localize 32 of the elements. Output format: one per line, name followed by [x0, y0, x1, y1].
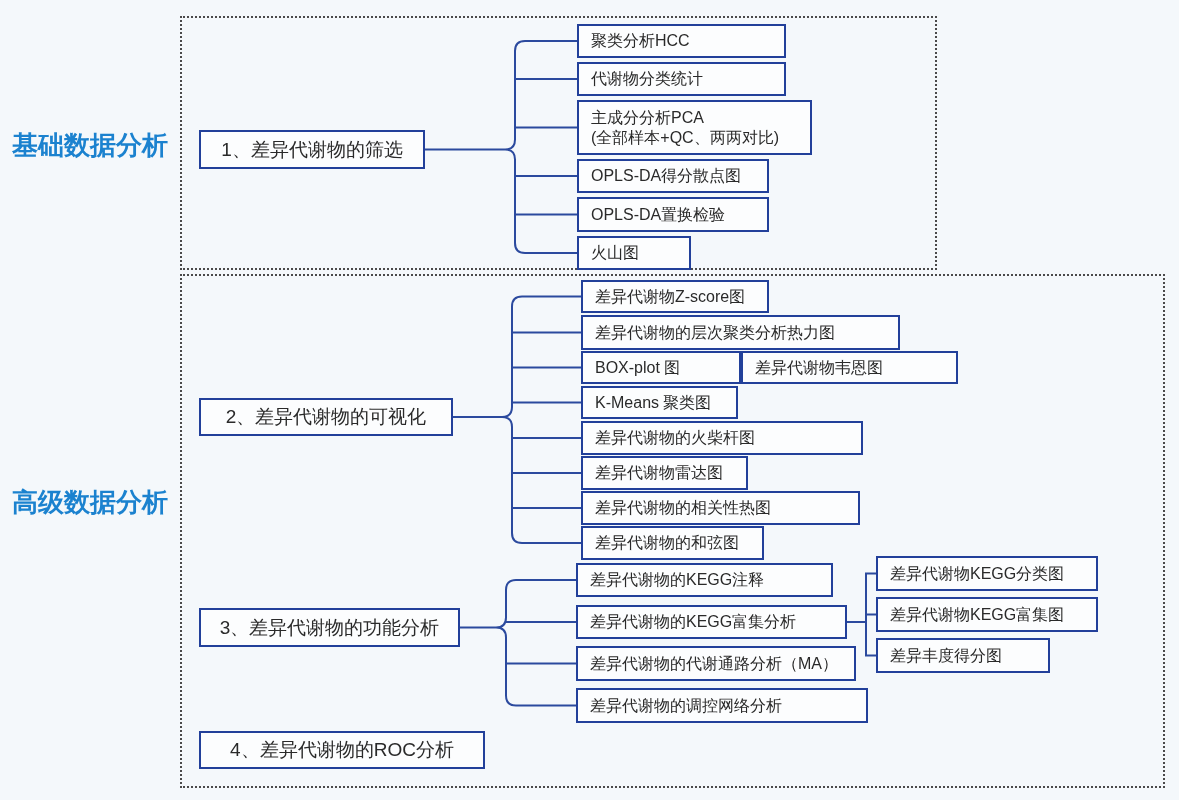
method-box: 差异代谢物韦恩图	[741, 351, 958, 384]
method-box: 差异代谢物的KEGG富集分析	[576, 605, 847, 639]
step-box: 3、差异代谢物的功能分析	[199, 608, 460, 647]
method-box: 差异代谢物雷达图	[581, 456, 748, 490]
method-box: 火山图	[577, 236, 691, 270]
method-box: 聚类分析HCC	[577, 24, 786, 58]
step-box: 4、差异代谢物的ROC分析	[199, 731, 485, 769]
method-box: 差异代谢物Z-score图	[581, 280, 769, 313]
group-heading: 基础数据分析	[12, 129, 168, 161]
method-box: BOX-plot 图	[581, 351, 741, 384]
method-box: 主成分分析PCA (全部样本+QC、两两对比)	[577, 100, 812, 155]
curly-brace	[459, 579, 577, 707]
curly-brace	[452, 295, 582, 544]
method-box: 差异代谢物KEGG富集图	[876, 597, 1098, 632]
method-box: 代谢物分类统计	[577, 62, 786, 96]
bracket-line	[846, 572, 877, 657]
method-box: 差异代谢物的层次聚类分析热力图	[581, 315, 900, 350]
group-heading: 高级数据分析	[12, 486, 168, 518]
method-box: 差异代谢物的相关性热图	[581, 491, 860, 525]
method-box: 差异代谢物的KEGG注释	[576, 563, 833, 597]
method-box: OPLS-DA得分散点图	[577, 159, 769, 193]
method-box: 差异代谢物的调控网络分析	[576, 688, 868, 723]
method-box: K-Means 聚类图	[581, 386, 738, 419]
step-box: 2、差异代谢物的可视化	[199, 398, 453, 436]
method-box: 差异代谢物的和弦图	[581, 526, 764, 560]
method-box: 差异代谢物的代谢通路分析（MA）	[576, 646, 856, 681]
curly-brace	[424, 40, 578, 254]
method-box: 差异丰度得分图	[876, 638, 1050, 673]
step-box: 1、差异代谢物的筛选	[199, 130, 425, 169]
method-box: OPLS-DA置换检验	[577, 197, 769, 232]
method-box: 差异代谢物KEGG分类图	[876, 556, 1098, 591]
method-box: 差异代谢物的火柴杆图	[581, 421, 863, 455]
